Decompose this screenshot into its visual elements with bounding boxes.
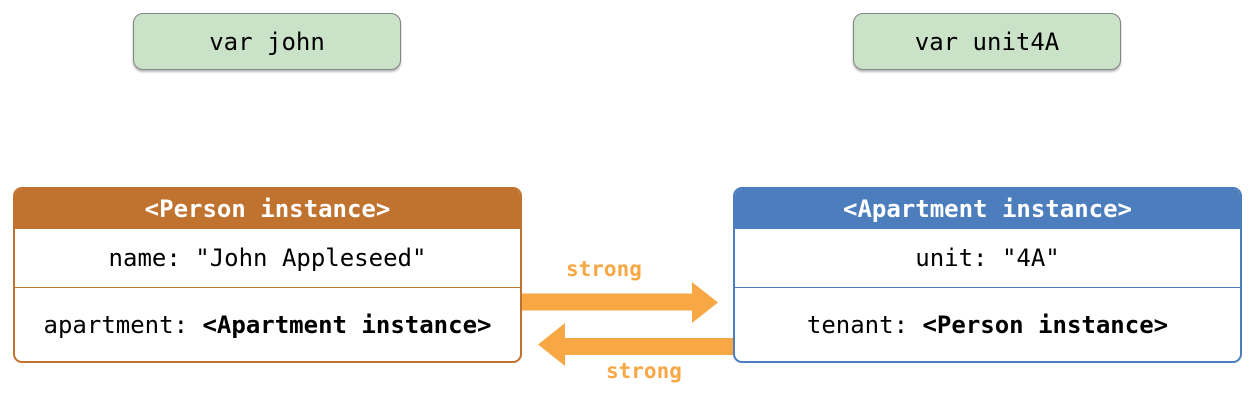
person-apartment-row: apartment: <Apartment instance> [15,287,520,361]
person-apartment-property: apartment: [43,310,203,339]
variable-john-label: var john [209,27,325,56]
apartment-unit-text: unit: "4A" [915,244,1060,272]
apartment-instance-box: <Apartment instance> unit: "4A" tenant: … [733,187,1242,363]
apartment-tenant-value: <Person instance> [922,310,1169,339]
person-instance-header: <Person instance> [15,189,520,229]
apartment-instance-title: <Apartment instance> [843,195,1132,223]
apartment-instance-header: <Apartment instance> [735,189,1240,229]
apartment-tenant-row: tenant: <Person instance> [735,287,1240,361]
strong-arrow-right-icon [522,282,718,323]
person-apartment-value: <Apartment instance> [202,310,492,339]
person-instance-title: <Person instance> [144,195,391,223]
apartment-unit-row: unit: "4A" [735,229,1240,287]
strong-reference-label-bottom: strong [606,359,682,383]
variable-box-unit4a: var unit4A [853,13,1121,70]
person-name-text: name: "John Appleseed" [108,244,427,272]
person-name-row: name: "John Appleseed" [15,229,520,287]
variable-box-john: var john [133,13,401,70]
apartment-tenant-property: tenant: [806,310,923,339]
person-instance-box: <Person instance> name: "John Appleseed"… [13,187,522,363]
variable-unit4a-label: var unit4A [914,27,1060,56]
strong-reference-label-top: strong [566,257,642,281]
